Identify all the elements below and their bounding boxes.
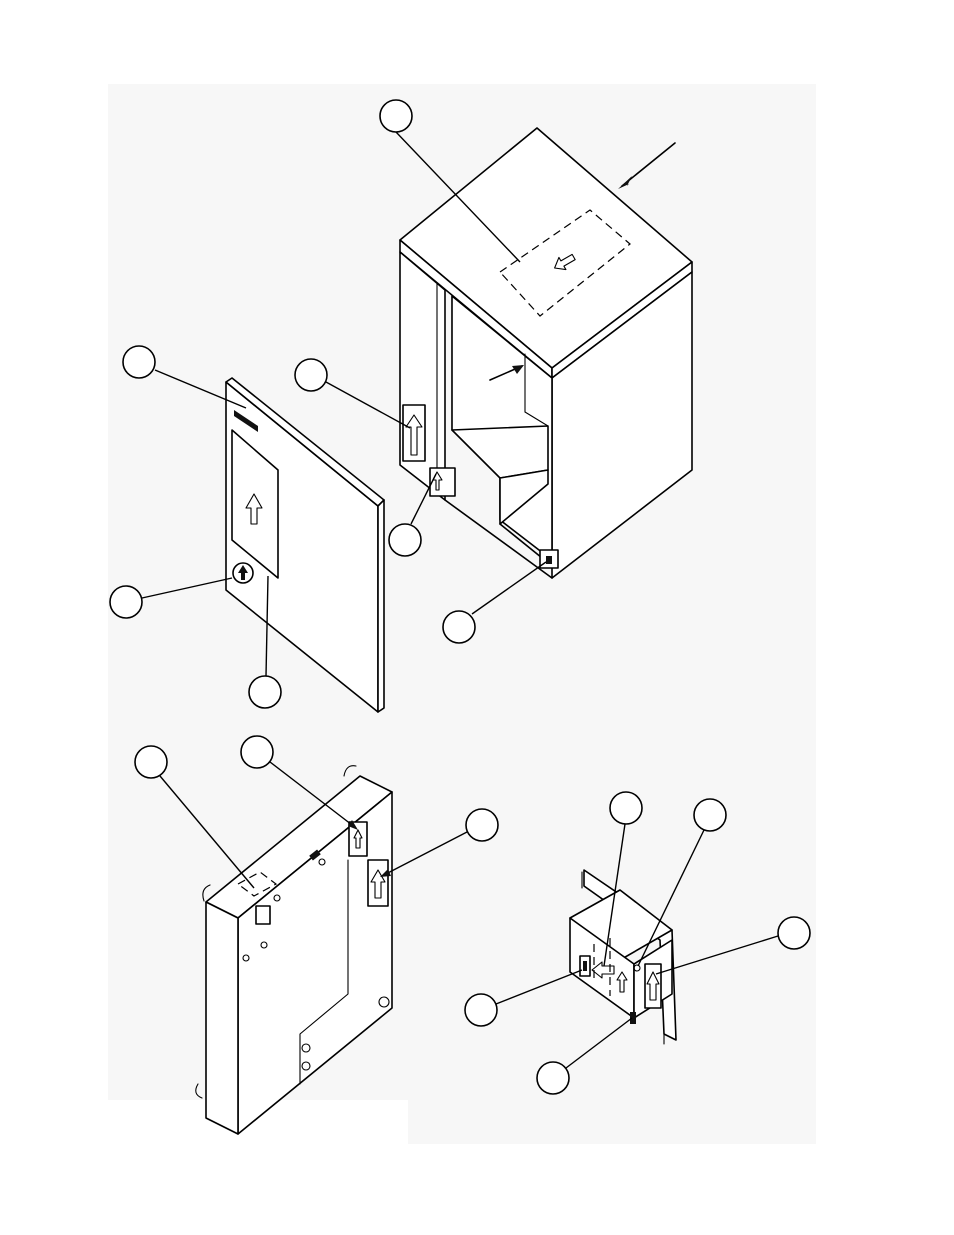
callout-circle <box>778 917 810 949</box>
callout-circle <box>249 676 281 708</box>
callout-circle <box>465 994 497 1026</box>
callout-circle <box>295 359 327 391</box>
callout-circle <box>389 524 421 556</box>
side-panel-side-label <box>368 860 388 906</box>
callout-circle <box>380 100 412 132</box>
bin-side-label <box>645 964 661 1008</box>
cabinet-front-label <box>403 405 425 461</box>
callout-circle <box>241 736 273 768</box>
callout-circle <box>466 809 498 841</box>
callout-circle <box>110 586 142 618</box>
callout-circle <box>123 346 155 378</box>
cabinet-small-label <box>430 468 455 496</box>
side-panel-left-edge <box>206 902 238 1134</box>
door-side-edge <box>378 500 384 712</box>
callout-circle <box>610 792 642 824</box>
callout-circle <box>443 611 475 643</box>
callout-circle <box>694 799 726 831</box>
callout-circle <box>135 746 167 778</box>
callout-circle <box>537 1062 569 1094</box>
cabinet-front-left-pillar <box>400 252 445 500</box>
